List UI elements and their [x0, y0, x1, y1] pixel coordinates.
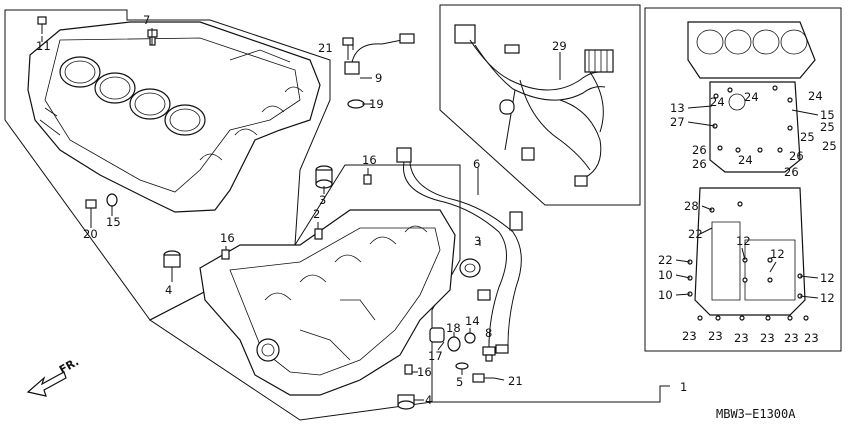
callout-14: 14	[465, 314, 480, 328]
callout-26-b: 26	[789, 149, 804, 163]
washer-5	[455, 362, 469, 370]
callout-20: 20	[83, 227, 98, 241]
callout-16-top: 16	[362, 153, 377, 167]
washer-15	[106, 193, 118, 207]
callout-1: 1	[680, 380, 687, 394]
callout-24-d: 24	[738, 153, 753, 167]
callout-12-c: 12	[820, 271, 835, 285]
callout-25-a: 25	[820, 120, 835, 134]
switch-8	[482, 346, 496, 362]
callout-17: 17	[428, 349, 443, 363]
callout-7: 7	[143, 13, 150, 27]
callout-15-box: 15	[820, 108, 835, 122]
washer-14	[464, 332, 476, 344]
callout-23-d: 23	[760, 331, 775, 345]
assembly-bracket-line	[432, 385, 670, 403]
callout-15-upper: 15	[106, 215, 121, 229]
callout-12-d: 12	[820, 291, 835, 305]
callout-26-c: 26	[692, 157, 707, 171]
bolt-20	[85, 199, 97, 218]
callout-12-b: 12	[770, 247, 785, 261]
upper-crankcase	[27, 21, 321, 213]
callout-6: 6	[473, 157, 480, 171]
direction-label: FR.	[57, 355, 81, 376]
callout-4-left: 4	[165, 283, 172, 297]
callout-16-left: 16	[220, 231, 235, 245]
overview-upper-bolt-plate	[709, 81, 801, 173]
callout-3-right: 3	[474, 234, 481, 248]
dowel-16-left	[221, 249, 230, 260]
o-ring-18	[447, 336, 461, 352]
callout-26-a: 26	[692, 143, 707, 157]
callout-22-b: 22	[658, 253, 673, 267]
callout-23-b: 23	[708, 329, 723, 343]
callout-16-bottom: 16	[417, 365, 432, 379]
lower-crankcase-frame	[149, 164, 461, 421]
callout-9: 9	[375, 71, 382, 85]
dowel-16-bottom	[404, 364, 413, 375]
callout-24-b: 24	[744, 90, 759, 104]
callout-24-c: 24	[808, 89, 823, 103]
dowel-2	[314, 228, 323, 240]
callout-10-b: 10	[658, 288, 673, 302]
diagram-code: MBW3−E1300A	[716, 407, 796, 421]
dowel-16-top	[363, 174, 372, 185]
plug-3-right	[459, 258, 481, 278]
o-ring-19	[347, 99, 365, 109]
callout-21-upper: 21	[318, 41, 333, 55]
callout-23-c: 23	[734, 331, 749, 345]
callout-29: 29	[552, 39, 567, 53]
bolt-21-lower	[472, 373, 494, 383]
callout-23-f: 23	[804, 331, 819, 345]
front-direction-arrow: FR.	[26, 355, 81, 397]
plug-4-left	[163, 250, 181, 268]
callout-19: 19	[369, 97, 384, 111]
callout-27: 27	[670, 115, 685, 129]
callout-18: 18	[446, 321, 461, 335]
callout-24-a: 24	[710, 95, 725, 109]
upper-crankcase-frame	[4, 9, 331, 321]
wire-harness-6	[396, 147, 523, 354]
lower-crankcase	[199, 209, 456, 396]
seal-17	[429, 327, 445, 343]
plug-3-upper	[315, 165, 333, 189]
callout-2: 2	[313, 207, 320, 221]
plug-4-bottom	[397, 394, 415, 410]
callout-11: 11	[36, 39, 51, 53]
bolt-21-upper	[342, 37, 354, 60]
callout-12-a: 12	[736, 234, 751, 248]
callout-3-upper: 3	[319, 193, 326, 207]
callout-21-lower: 21	[508, 374, 523, 388]
callout-10-a: 10	[658, 268, 673, 282]
callout-23-a: 23	[682, 329, 697, 343]
callout-25-c: 25	[822, 139, 837, 153]
sensor-9	[344, 33, 415, 75]
overview-frame	[644, 7, 842, 352]
callout-26-d: 26	[784, 165, 799, 179]
callout-23-e: 23	[784, 331, 799, 345]
wire-harness-29	[454, 24, 614, 187]
callout-22-a: 22	[688, 227, 703, 241]
callout-5: 5	[456, 375, 463, 389]
overview-cylinder-block	[687, 21, 816, 79]
callout-4-bottom: 4	[425, 393, 432, 407]
callout-labels: 11 7 21 9 19 3 16 20 15 2 16 4 3 6 29 16…	[36, 13, 837, 421]
overview-lower-bolt-plate	[687, 187, 809, 321]
harness-frame	[439, 4, 641, 206]
callout-13: 13	[670, 101, 685, 115]
overview-leader-lines	[675, 105, 819, 299]
callout-25-b: 25	[800, 130, 815, 144]
callout-8: 8	[485, 326, 492, 340]
callout-28: 28	[684, 199, 699, 213]
leader-lines	[41, 28, 561, 401]
bolt-11	[37, 16, 47, 34]
